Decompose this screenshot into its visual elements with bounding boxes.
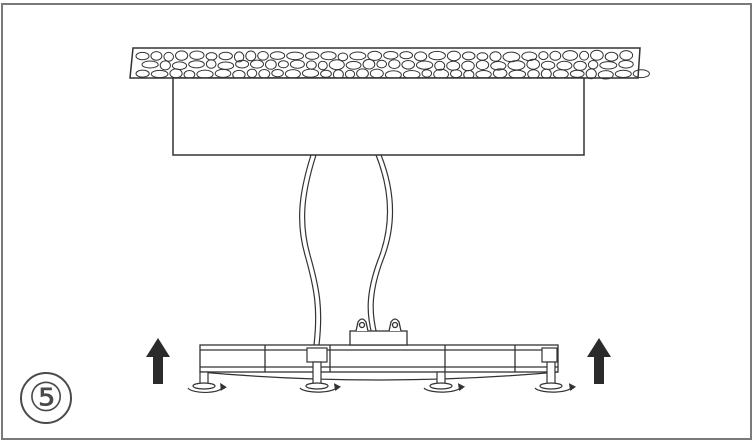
ceiling-stone bbox=[383, 51, 399, 60]
ceiling-stone bbox=[585, 68, 597, 80]
up-arrow-icon bbox=[146, 338, 170, 384]
ceiling-stone bbox=[599, 61, 618, 70]
rotating-screw-icon bbox=[187, 347, 577, 394]
ceiling-stone bbox=[618, 60, 634, 69]
ceiling-stone bbox=[317, 60, 328, 71]
terminal-block-icon bbox=[349, 318, 408, 346]
ceiling-stone bbox=[269, 51, 286, 60]
diagram-border bbox=[1, 3, 752, 440]
ceiling-stone bbox=[619, 50, 634, 61]
ceiling-stone bbox=[188, 60, 205, 69]
ceiling-stone bbox=[257, 51, 269, 61]
lamp-canopy-icon bbox=[172, 77, 585, 156]
ceiling-stone bbox=[349, 51, 367, 61]
mounting-plate-icon bbox=[199, 344, 559, 381]
ceiling-stone bbox=[175, 50, 189, 61]
ceiling-stone bbox=[416, 60, 434, 70]
ceiling-stone bbox=[549, 50, 562, 61]
ceiling-stone bbox=[388, 59, 401, 69]
power-wires-icon bbox=[299, 154, 394, 346]
ceiling-stone bbox=[150, 69, 169, 79]
ceiling-stone bbox=[376, 59, 388, 69]
ceiling-stone bbox=[614, 69, 632, 79]
ceiling-stone bbox=[265, 59, 277, 70]
ceiling-stone bbox=[135, 69, 150, 78]
ceiling-stone bbox=[320, 51, 337, 61]
ceiling-stone bbox=[277, 60, 289, 69]
ceiling-stone bbox=[401, 60, 416, 70]
ceiling-stone bbox=[421, 69, 433, 78]
ceiling-stone bbox=[233, 51, 245, 63]
ceiling-stone bbox=[428, 50, 446, 61]
ceiling-stone bbox=[538, 51, 549, 61]
ceiling-stone bbox=[289, 59, 305, 69]
ceiling-stone bbox=[205, 59, 217, 69]
ceiling-stone bbox=[367, 50, 383, 61]
ceiling-stone bbox=[189, 50, 205, 60]
ceiling-stone bbox=[337, 52, 349, 62]
ceiling-stone bbox=[461, 51, 476, 61]
ceiling-stone bbox=[286, 51, 305, 61]
ceiling-stone bbox=[526, 58, 541, 70]
ceiling-stone bbox=[245, 50, 257, 62]
step-number-badge: ⑤ bbox=[20, 372, 72, 424]
ceiling-stone bbox=[490, 61, 507, 71]
ceiling-stone bbox=[632, 69, 650, 79]
ceiling-stone bbox=[446, 50, 461, 62]
ceiling-stone bbox=[362, 58, 376, 70]
ceiling-stone bbox=[345, 60, 362, 70]
ceiling-stone bbox=[562, 50, 578, 61]
ceiling-stone bbox=[475, 59, 490, 71]
up-arrow-icon bbox=[587, 338, 611, 384]
ceiling-stone bbox=[159, 60, 171, 71]
ceiling-stone bbox=[579, 50, 590, 61]
ceiling-stone bbox=[414, 51, 428, 62]
ceiling-stone bbox=[590, 49, 604, 61]
ceiling-stone bbox=[163, 51, 174, 62]
ceiling-stone bbox=[218, 51, 233, 61]
ceiling-stone bbox=[271, 69, 284, 78]
ceiling-stone bbox=[434, 60, 446, 71]
textured-ceiling-icon bbox=[129, 47, 650, 80]
ceiling-stone bbox=[305, 51, 320, 60]
ceiling-stone bbox=[141, 60, 159, 69]
ceiling-stone bbox=[250, 59, 264, 69]
ceiling-stone bbox=[150, 51, 163, 61]
ceiling-stone bbox=[399, 51, 414, 60]
ceiling-stone bbox=[597, 70, 614, 80]
ceiling-stone bbox=[235, 59, 250, 69]
ceiling-stone bbox=[604, 51, 619, 62]
ceiling-stone bbox=[135, 51, 150, 61]
